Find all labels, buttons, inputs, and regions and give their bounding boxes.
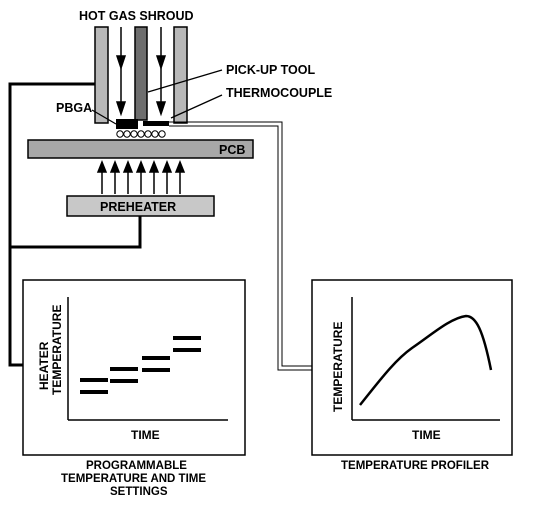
solder-balls (116, 130, 166, 138)
thermocouple-leader (170, 94, 223, 119)
temperature-profile-curve (359, 314, 493, 406)
preheater-label: PREHEATER (100, 200, 176, 214)
thermocouple-wire-a (169, 121, 312, 367)
pickup-tool (134, 26, 148, 121)
pbga-package (116, 119, 138, 129)
pbga-leader (91, 109, 117, 125)
shroud-left-wall (94, 26, 109, 124)
pickup-tool-leader (147, 69, 223, 93)
shroud-control-wire (8, 82, 95, 367)
left-y-label-line2: TEMPERATURE (50, 305, 64, 395)
thermocouple-wire-b (169, 125, 312, 371)
temperature-profiler-panel (311, 279, 513, 456)
preheater-control-wire (10, 216, 142, 249)
preheater-arrows (96, 159, 186, 194)
left-y-label-line1: HEATER (37, 341, 51, 390)
right-x-label: TIME (412, 428, 441, 442)
pcb-label: PCB (219, 143, 245, 157)
shroud-right-wall (173, 26, 188, 124)
left-caption-line2: TEMPERATURE AND TIME (61, 473, 206, 485)
step-setting-bars (80, 336, 201, 394)
hot-gas-shroud-label: HOT GAS SHROUD (79, 9, 194, 23)
left-caption-line1: PROGRAMMABLE (86, 460, 187, 472)
hot-gas-arrows (115, 27, 167, 117)
right-caption: TEMPERATURE PROFILER (341, 460, 490, 472)
right-y-label: TEMPERATURE (331, 322, 345, 412)
pbga-label: PBGA (56, 101, 92, 115)
pcb-board (27, 139, 254, 159)
thermocouple-probe (143, 121, 169, 126)
left-caption-line3: SETTINGS (110, 486, 168, 498)
pickup-tool-label: PICK-UP TOOL (226, 63, 315, 77)
thermocouple-label: THERMOCOUPLE (226, 86, 332, 100)
left-x-label: TIME (131, 428, 160, 442)
